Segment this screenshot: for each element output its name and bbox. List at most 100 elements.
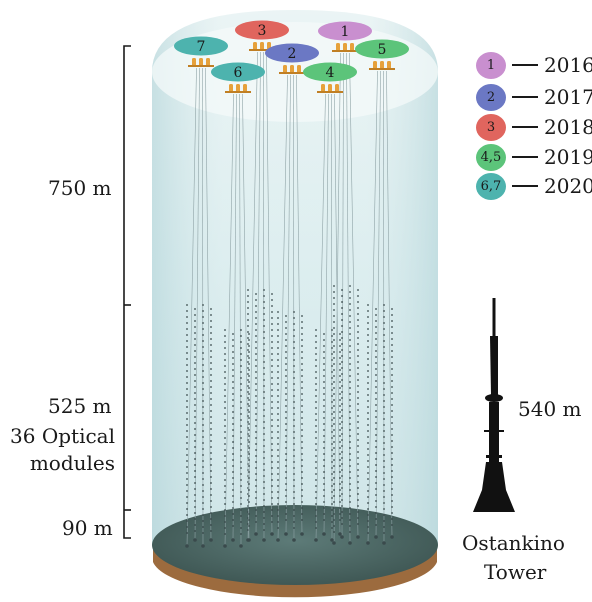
optical-module (194, 488, 196, 490)
optical-module (391, 422, 393, 424)
optical-module (224, 407, 226, 409)
cluster-ellipse (303, 62, 357, 82)
optical-module (331, 467, 333, 469)
optical-module (383, 532, 385, 534)
optical-module (339, 405, 341, 407)
optical-module (277, 317, 279, 319)
optical-module (240, 419, 242, 421)
optical-module (367, 388, 369, 390)
optical-module (210, 458, 212, 460)
optical-module (271, 413, 273, 415)
optical-module (357, 331, 359, 333)
optical-module (285, 417, 287, 419)
optical-module (333, 297, 335, 299)
optical-module (285, 495, 287, 497)
optical-module (391, 488, 393, 490)
optical-module (333, 309, 335, 311)
optical-module (202, 340, 204, 342)
optical-module (210, 440, 212, 442)
optical-module (391, 398, 393, 400)
optical-module (357, 379, 359, 381)
optical-module (293, 443, 295, 445)
optical-module (341, 403, 343, 405)
optical-module (315, 491, 317, 493)
optical-module (341, 499, 343, 501)
optical-module (210, 524, 212, 526)
optical-module (248, 375, 250, 377)
optical-module (375, 338, 377, 340)
optical-module (367, 448, 369, 450)
optical-module (194, 416, 196, 418)
optical-module (331, 359, 333, 361)
optical-module (202, 520, 204, 522)
cluster-number: 5 (378, 42, 387, 58)
optical-module (341, 493, 343, 495)
optical-module (263, 373, 265, 375)
optical-module (248, 495, 250, 497)
optical-module (186, 532, 188, 534)
optical-module (202, 388, 204, 390)
optical-module (271, 515, 273, 517)
optical-module (301, 489, 303, 491)
optical-module (323, 429, 325, 431)
optical-module (263, 487, 265, 489)
detector-string (194, 67, 200, 541)
optical-module (210, 494, 212, 496)
detector-string (239, 93, 242, 547)
optical-module (255, 317, 257, 319)
optical-module (255, 419, 257, 421)
optical-module (277, 323, 279, 325)
optical-module (367, 400, 369, 402)
optical-module (186, 472, 188, 474)
optical-module (285, 435, 287, 437)
optical-module (333, 339, 335, 341)
optical-module (293, 509, 295, 511)
optical-module (349, 423, 351, 425)
optical-module (210, 404, 212, 406)
optical-module (255, 347, 257, 349)
optical-module (349, 387, 351, 389)
optical-module (194, 458, 196, 460)
optical-module (315, 407, 317, 409)
optical-module (232, 423, 234, 425)
optical-module (301, 459, 303, 461)
electronics-module (350, 43, 354, 52)
optical-module (315, 485, 317, 487)
optical-module (293, 449, 295, 451)
optical-module (315, 419, 317, 421)
optical-module (277, 491, 279, 493)
optical-module (391, 362, 393, 364)
optical-module (357, 409, 359, 411)
optical-module (186, 460, 188, 462)
optical-module (331, 509, 333, 511)
optical-module (367, 508, 369, 510)
cluster-ellipse (355, 39, 409, 59)
optical-module (383, 436, 385, 438)
optical-module (375, 332, 377, 334)
optical-module (315, 473, 317, 475)
optical-module (255, 479, 257, 481)
optical-module (232, 477, 234, 479)
electronics-rack (332, 50, 358, 52)
optical-module (232, 411, 234, 413)
optical-module (271, 341, 273, 343)
optical-module (210, 512, 212, 514)
optical-module (349, 315, 351, 317)
optical-module (383, 442, 385, 444)
optical-module (341, 523, 343, 525)
optical-module (255, 455, 257, 457)
optical-module (333, 363, 335, 365)
optical-module (202, 352, 204, 354)
optical-module (383, 358, 385, 360)
optical-module (323, 375, 325, 377)
optical-module (341, 319, 343, 321)
optical-module (293, 431, 295, 433)
optical-module (357, 475, 359, 477)
optical-module (240, 443, 242, 445)
optical-module (285, 483, 287, 485)
optical-module (202, 508, 204, 510)
string-anchor (262, 538, 266, 542)
optical-module (339, 447, 341, 449)
optical-module (285, 369, 287, 371)
electronics-module (343, 43, 347, 52)
